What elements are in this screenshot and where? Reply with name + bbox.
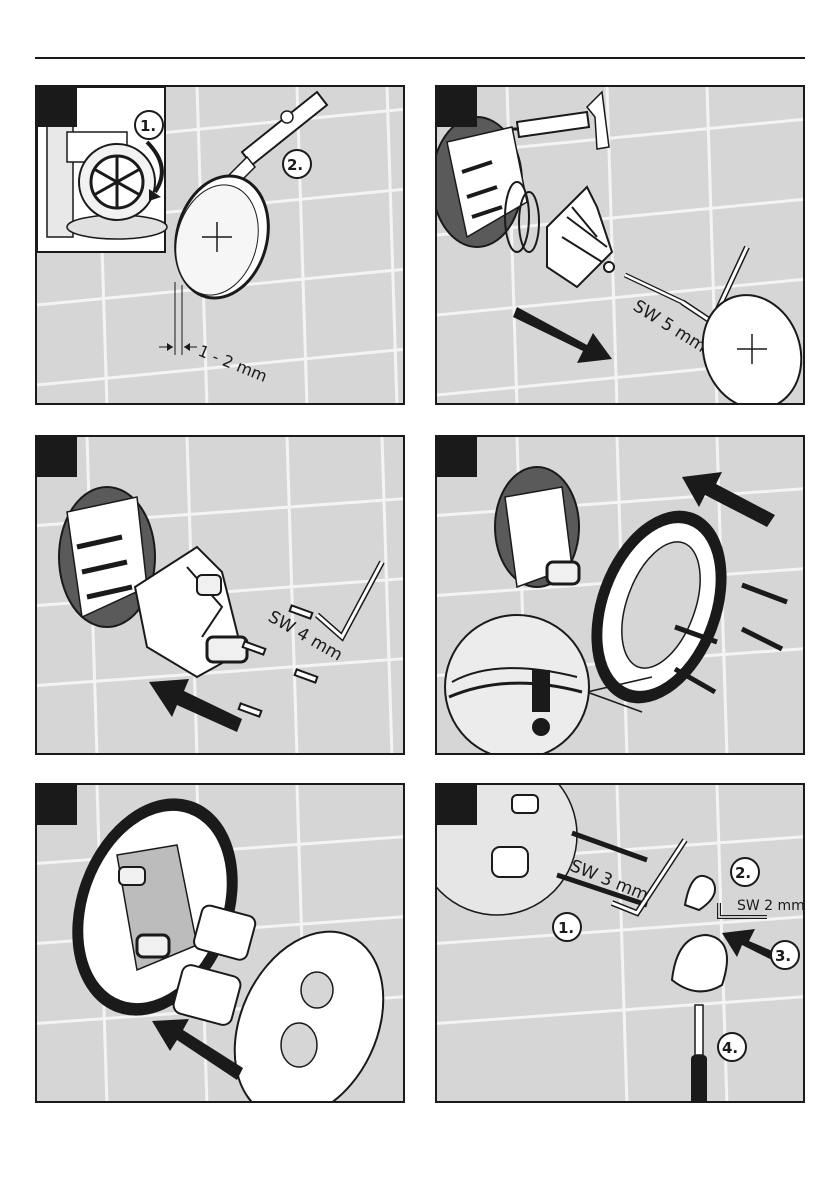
svg-text:1.: 1.	[140, 117, 156, 135]
hex-key-icon	[317, 562, 382, 637]
panel-number-box	[437, 437, 477, 477]
wall-template-disc	[162, 165, 281, 308]
screwdriver-icon	[691, 1005, 707, 1103]
hex-size-label-small: SW 2 mm	[737, 898, 805, 914]
svg-text:1.: 1.	[558, 919, 574, 937]
svg-text:2.: 2.	[287, 156, 303, 174]
hex-size-label: SW 5 mm	[629, 296, 709, 357]
step-badge-1: 1.	[135, 111, 163, 139]
template-card	[687, 281, 805, 405]
step-badge-2: 2.	[731, 858, 759, 886]
panel-number-box	[437, 785, 477, 825]
step-badge-4: 4.	[718, 1033, 746, 1061]
handle-cap	[685, 876, 715, 910]
panel-number-box	[37, 437, 77, 477]
arrow-icon	[722, 929, 777, 960]
panel-step-2: SW 5 mm	[435, 85, 805, 405]
handle	[672, 935, 727, 991]
panel-step-6: SW 3 mm 1. 2. SW 2 mm 3.	[435, 783, 805, 1103]
mounting-box	[495, 467, 579, 587]
valve-body	[547, 187, 614, 287]
header-rule	[35, 57, 805, 59]
svg-text:4.: 4.	[722, 1039, 738, 1057]
panel-step-5	[35, 783, 405, 1103]
arrow-icon	[152, 1019, 243, 1080]
step-badge-2: 2.	[283, 150, 311, 178]
panel-step-4	[435, 435, 805, 755]
svg-text:3.: 3.	[775, 947, 791, 965]
panel-number-box	[37, 785, 77, 825]
warning-icon	[532, 670, 550, 736]
screw-icon	[625, 275, 682, 302]
arrow-icon	[513, 307, 612, 363]
panel-number-box	[437, 87, 477, 127]
step-badge-1: 1.	[553, 913, 581, 941]
svg-text:2.: 2.	[735, 864, 751, 882]
panel-step-3: SW 4 mm	[35, 435, 405, 755]
panel-step-1: 1. 2. 1 - 2 mm	[35, 85, 405, 405]
step-badge-3: 3.	[771, 941, 799, 969]
panel-number-box	[37, 87, 77, 127]
